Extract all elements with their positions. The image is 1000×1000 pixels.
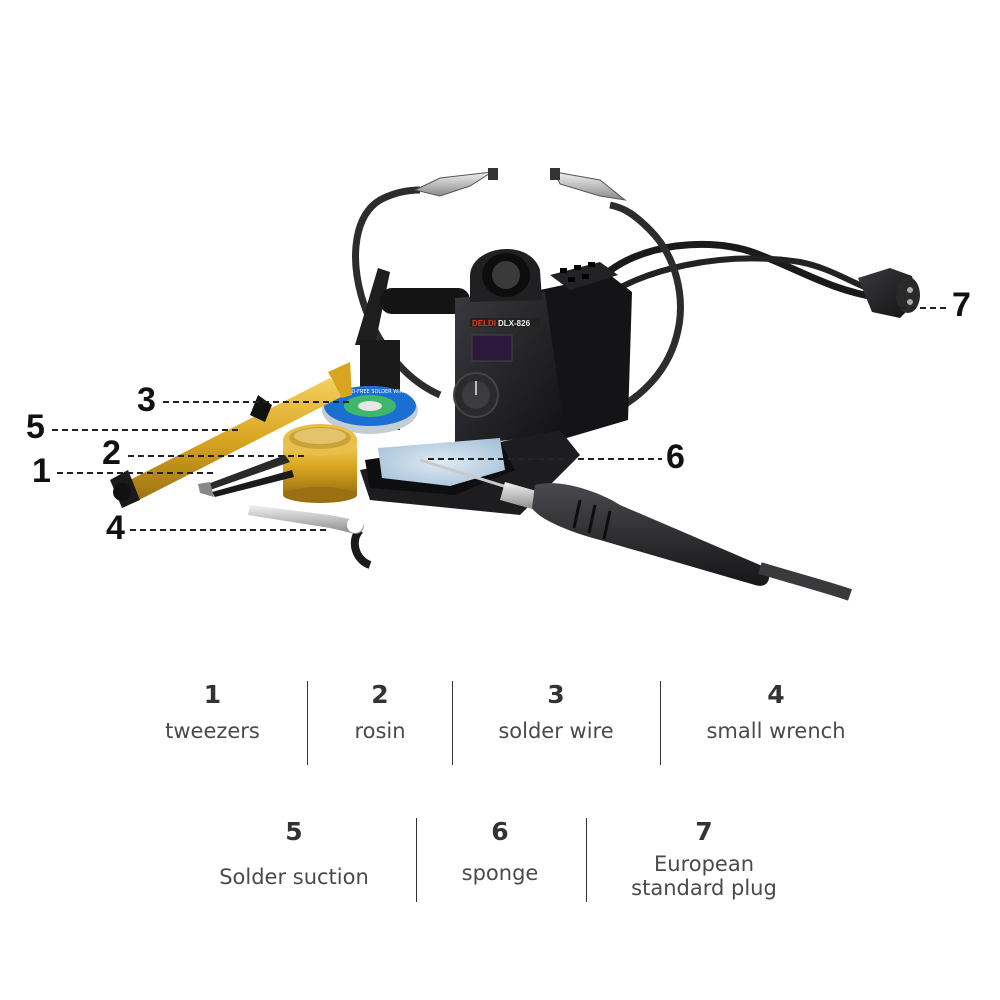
legend-label: tweezers — [165, 719, 260, 743]
soldering-iron — [419, 458, 852, 601]
alligator-clip-left — [413, 168, 498, 197]
legend-divider — [416, 818, 417, 902]
legend-item-small-wrench: 4 small wrench — [680, 682, 872, 744]
cleaning-sponge — [378, 438, 505, 486]
european-plug — [858, 268, 920, 318]
legend-label: solder wire — [498, 719, 614, 743]
legend-number: 7 — [695, 817, 713, 846]
legend-number: 2 — [371, 680, 389, 709]
callout-2: 2 — [102, 434, 121, 472]
temperature-display — [471, 334, 513, 362]
power-cord — [581, 240, 881, 307]
legend-number: 6 — [491, 817, 509, 846]
tweezers — [198, 455, 294, 497]
station-model: DLX-826 — [498, 319, 531, 328]
legend-number: 1 — [203, 680, 222, 709]
legend-item-solder-suction: 5 Solder suction — [198, 819, 390, 890]
legend-number: 4 — [767, 680, 785, 709]
legend-divider — [307, 681, 308, 765]
legend-number: 3 — [547, 680, 565, 709]
callout-3: 3 — [137, 381, 156, 419]
legend-label: Solder suction — [219, 865, 369, 889]
product-photo: DELDI DLX-826 LEAD-FREE SOLDER WIRE — [52, 168, 950, 601]
legend-label: sponge — [461, 861, 539, 885]
legend-divider — [586, 818, 587, 902]
legend-label: rosin — [354, 719, 406, 743]
callout-7: 7 — [952, 286, 971, 324]
legend-divider — [660, 681, 661, 765]
station-brand: DELDI — [472, 319, 496, 328]
callout-1: 1 — [32, 452, 51, 490]
legend-divider — [452, 681, 453, 765]
legend-item-rosin: 2 rosin — [320, 682, 440, 744]
legend-label: small wrench — [706, 719, 846, 743]
legend-item-european-plug: 7 European standard plug — [618, 819, 790, 900]
rosin-tin — [283, 424, 357, 503]
callout-6: 6 — [666, 438, 685, 476]
legend-item-sponge: 6 sponge — [430, 819, 570, 886]
small-wrench — [248, 505, 364, 534]
legend-label: European standard plug — [631, 852, 777, 900]
alligator-clip-right — [550, 168, 627, 201]
callout-4: 4 — [106, 509, 125, 547]
callout-5: 5 — [26, 408, 45, 446]
legend-item-solder-wire: 3 solder wire — [466, 682, 646, 744]
legend-number: 5 — [285, 817, 303, 846]
legend-item-tweezers: 1 tweezers — [140, 682, 285, 744]
soldering-station: DELDI DLX-826 — [350, 249, 632, 569]
spool-label: LEAD-FREE SOLDER WIRE — [342, 389, 406, 395]
